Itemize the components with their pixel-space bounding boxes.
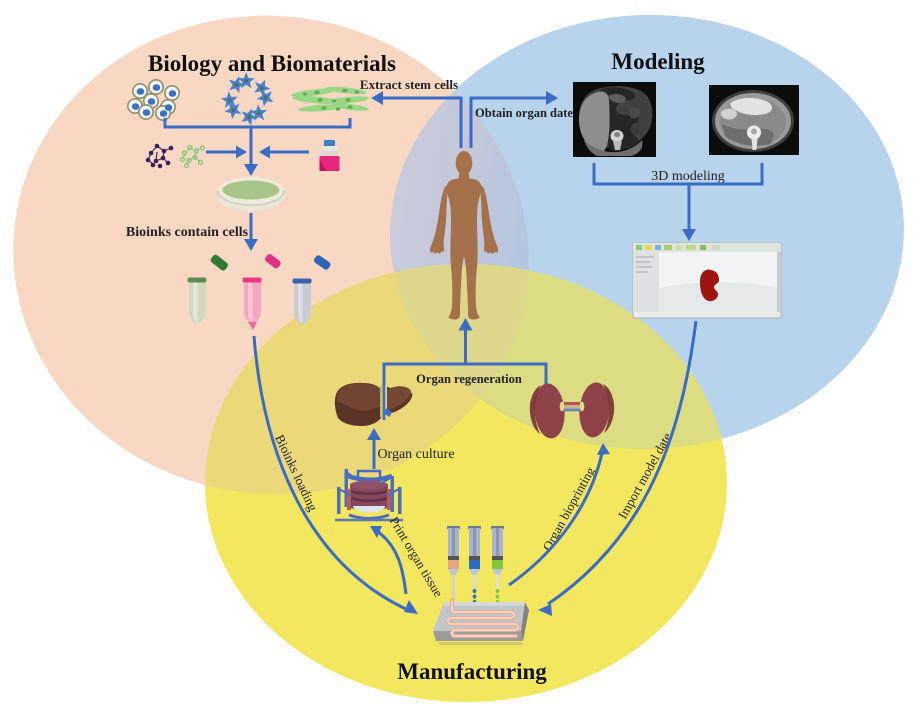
svg-text:Bioinks contain cells: Bioinks contain cells xyxy=(126,225,249,240)
svg-text:3D modeling: 3D modeling xyxy=(651,169,725,184)
svg-text:Biology and Biomaterials: Biology and Biomaterials xyxy=(148,51,396,76)
svg-text:Organ culture: Organ culture xyxy=(377,447,454,462)
svg-text:Modeling: Modeling xyxy=(611,49,705,74)
svg-text:Organ regeneration: Organ regeneration xyxy=(416,372,522,386)
svg-text:Manufacturing: Manufacturing xyxy=(397,659,547,684)
svg-text:Obtain organ date: Obtain organ date xyxy=(475,106,573,120)
svg-text:Extract stem cells: Extract stem cells xyxy=(360,77,458,92)
